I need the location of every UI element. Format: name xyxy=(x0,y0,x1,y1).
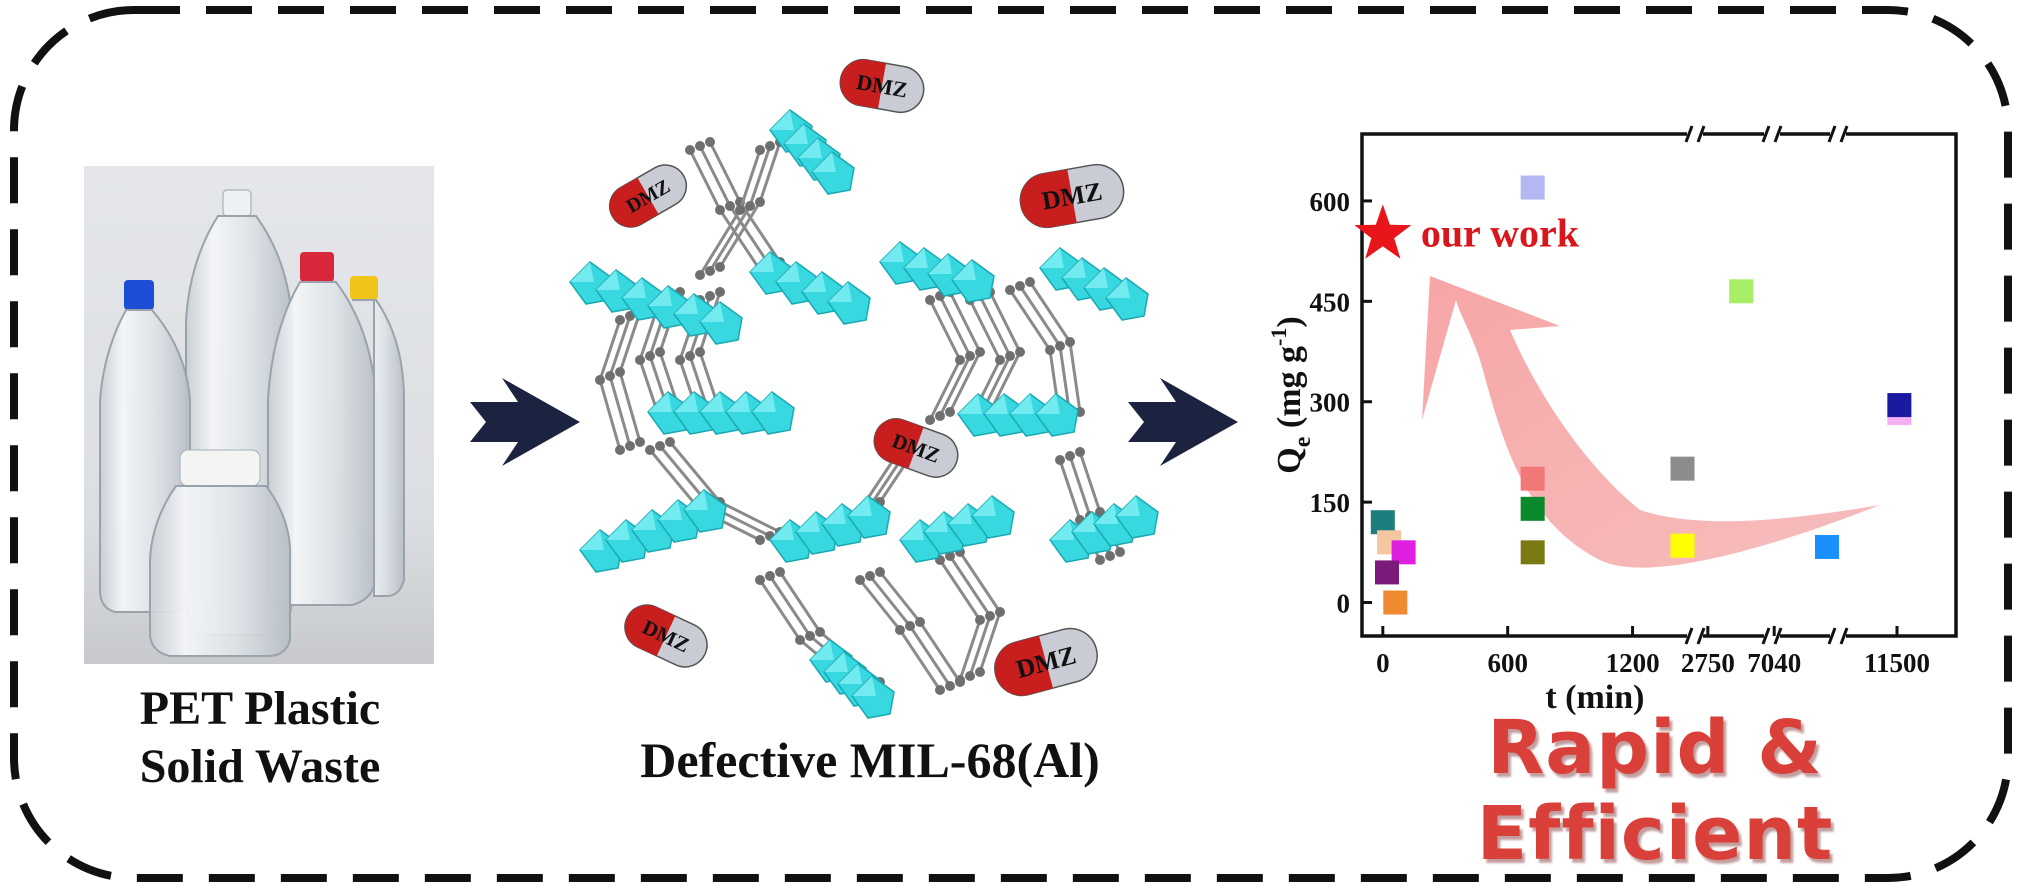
bottle-red-cap xyxy=(267,252,377,606)
process-arrow-2 xyxy=(1128,378,1238,466)
data-point xyxy=(1520,496,1545,521)
octahedra-row xyxy=(1039,247,1149,321)
y-tick-label: 150 xyxy=(1310,488,1351,518)
y-tick-label: 300 xyxy=(1310,388,1351,418)
linker-chain xyxy=(595,307,645,455)
octahedra-row xyxy=(769,109,855,195)
linker-chain xyxy=(855,567,965,695)
y-axis-label: Qe (mg g-1) xyxy=(1266,316,1316,473)
linker-chain xyxy=(925,287,985,425)
data-point xyxy=(1370,510,1395,535)
dmz-pill: DMZ xyxy=(624,604,708,668)
adsorption-chart: 0 150 300 450 600 0 600 1200 2750 7040 11500 t (min… xyxy=(1266,125,1958,716)
x-tick-label: 600 xyxy=(1487,648,1528,678)
x-tick-label: 7040 xyxy=(1747,648,1801,678)
dmz-pill: DMZ xyxy=(839,58,925,114)
x-tick-label: 0 xyxy=(1376,648,1390,678)
pet-caption: PET Plastic Solid Waste xyxy=(70,680,450,795)
tagline: Rapid & Efficient xyxy=(1476,705,1834,877)
x-axis-label: t (min) xyxy=(1545,679,1644,716)
octahedra-row xyxy=(879,241,995,303)
dmz-pill: DMZ xyxy=(608,164,688,228)
bottle-yellow-cap xyxy=(350,276,405,597)
data-point xyxy=(1383,590,1408,615)
octahedra-row xyxy=(647,391,795,435)
pet-bottles-photo xyxy=(84,166,434,664)
dmz-pill: DMZ xyxy=(873,418,959,478)
mof-framework: DMZ DMZ DMZ DMZ DMZ DMZ xyxy=(569,58,1159,719)
y-tick-label: 600 xyxy=(1310,187,1351,217)
octahedra-row xyxy=(569,261,743,345)
our-work-annotation: our work xyxy=(1421,210,1580,255)
x-tick-label: 11500 xyxy=(1864,648,1930,678)
axis-break-mark xyxy=(1827,627,1849,645)
dmz-pill: DMZ xyxy=(1019,163,1125,229)
data-point xyxy=(1670,456,1695,481)
octahedra-row xyxy=(579,489,727,573)
data-point xyxy=(1391,540,1416,565)
pet-caption-line1: PET Plastic xyxy=(139,682,381,735)
axis-break-mark xyxy=(1761,627,1783,645)
data-point xyxy=(1520,466,1545,491)
octahedra-row xyxy=(957,393,1079,437)
star-icon xyxy=(1354,204,1412,259)
octahedra-row xyxy=(809,639,895,719)
data-point xyxy=(1729,279,1754,304)
data-point xyxy=(1520,175,1545,200)
axis-break-mark xyxy=(1761,125,1783,143)
axis-break-mark xyxy=(1827,125,1849,143)
plot-frame xyxy=(1360,132,1958,638)
y-tick-label: 0 xyxy=(1337,589,1351,619)
data-point xyxy=(1670,533,1695,558)
process-arrow-1 xyxy=(470,378,580,466)
sweep-arrow xyxy=(1422,276,1880,568)
octahedra-row xyxy=(899,495,1015,563)
axis-break-mark xyxy=(1684,627,1706,645)
dmz-pill: DMZ xyxy=(994,627,1098,697)
data-point xyxy=(1520,540,1545,565)
x-tick-label: 2750 xyxy=(1681,648,1735,678)
dashed-frame xyxy=(10,6,2012,882)
pet-caption-line2: Solid Waste xyxy=(139,739,381,793)
octahedra-row xyxy=(1049,495,1159,563)
data-point xyxy=(1374,560,1399,585)
bottle-jar xyxy=(149,449,292,657)
data-point xyxy=(1887,393,1912,418)
axis-break-mark xyxy=(1684,125,1706,143)
data-point xyxy=(1815,534,1839,559)
octahedra-row xyxy=(769,495,891,563)
mof-caption: Defective MIL-68(Al) xyxy=(640,732,1100,788)
octahedra-row xyxy=(749,251,871,325)
x-tick-label: 1200 xyxy=(1606,648,1660,678)
y-tick-label: 450 xyxy=(1310,287,1351,317)
